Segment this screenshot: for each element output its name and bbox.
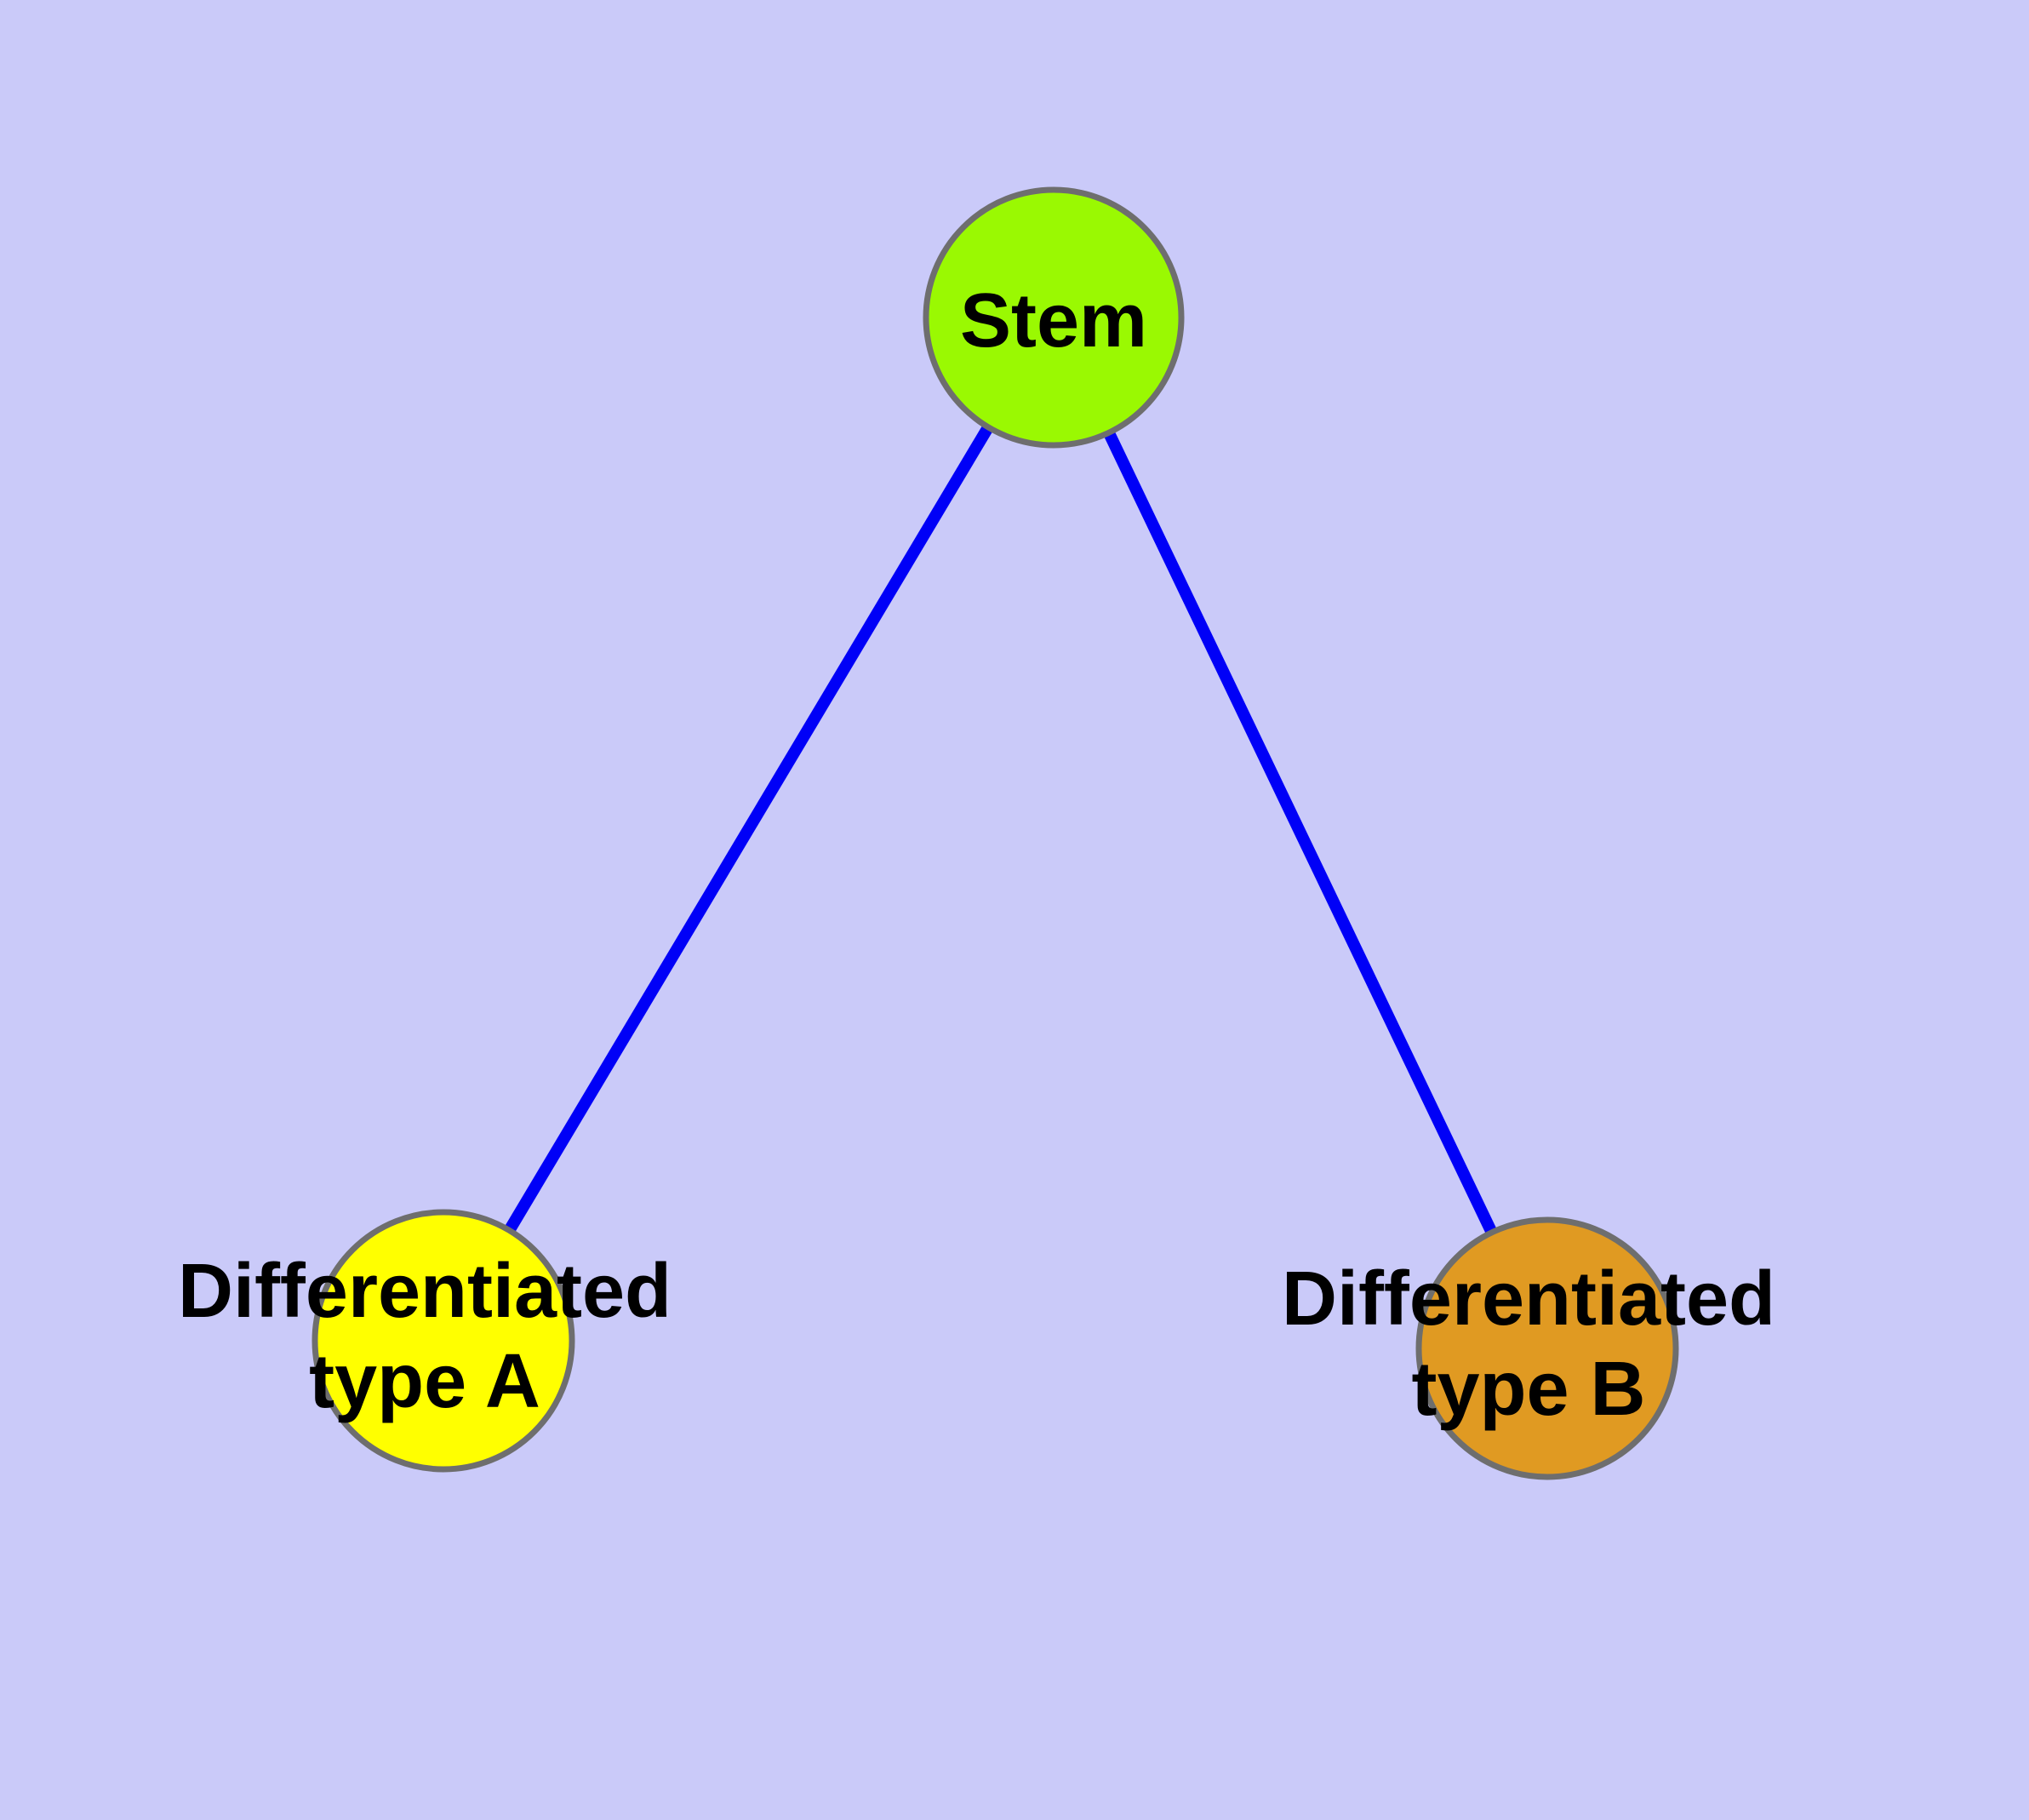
differentiated-type-b-label-line2: type B [1411, 1347, 1645, 1432]
stem-node-label: Stem [960, 278, 1147, 363]
edge-stem-to-type-a [437, 314, 1060, 1344]
differentiated-type-a-label-line2: type A [309, 1339, 540, 1424]
differentiated-type-a-node [311, 1209, 575, 1473]
differentiated-type-a-label-line1: Differentiated [178, 1249, 672, 1334]
edge-stem-to-type-b [1048, 314, 1553, 1352]
stem-node [923, 186, 1185, 449]
differentiated-type-b-node [1415, 1216, 1679, 1480]
differentiated-type-b-label-line1: Differentiated [1282, 1256, 1775, 1342]
